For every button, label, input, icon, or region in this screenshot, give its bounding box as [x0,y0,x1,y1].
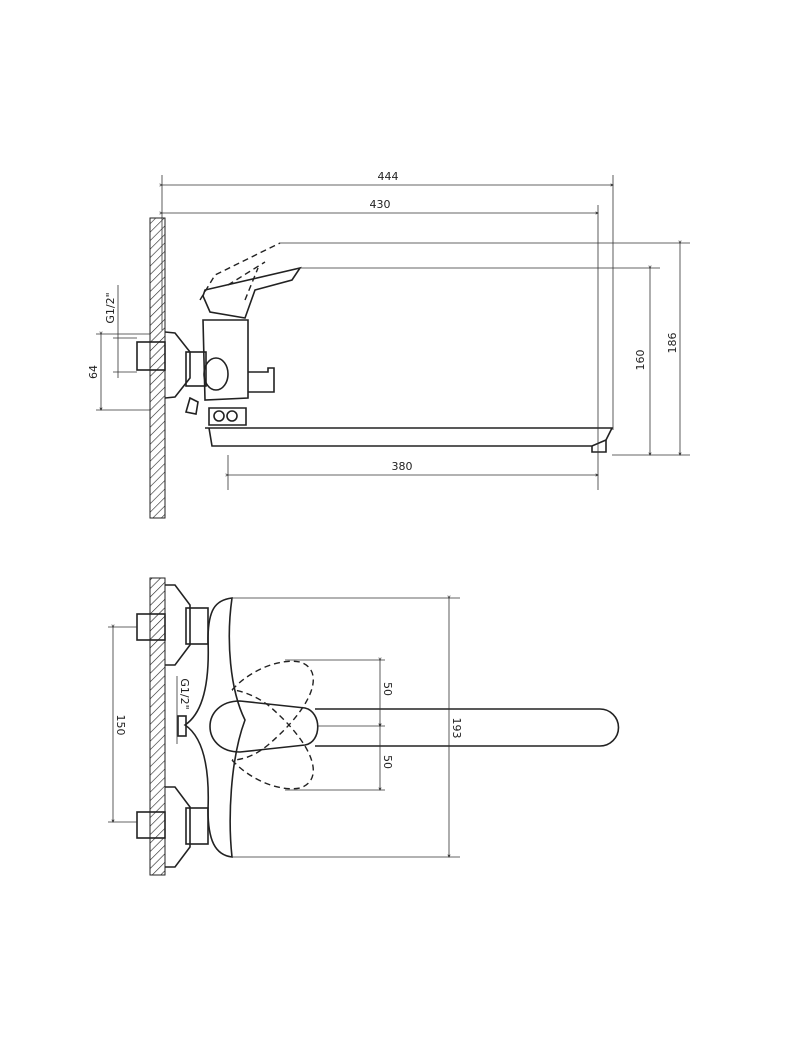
dim-150: 150 [114,715,127,736]
decorative-flange [164,331,191,399]
lever-raised-dashed [199,242,281,301]
spout-tip [591,440,607,453]
thread-label: G1/2" [104,292,117,323]
dim-193: 193 [450,718,463,739]
spout-top [315,708,620,747]
hose-ring [226,410,238,422]
wall-hatch [149,217,166,519]
dim-50-down: 50 [381,755,394,769]
hose-ring [213,410,225,422]
small-outlet [184,396,199,415]
lever-solid [202,266,302,319]
thread-label-top: G1/2" [178,678,191,709]
nut-bottom [185,807,209,845]
dim-444: 444 [378,170,399,183]
spout [205,427,614,447]
dim-380: 380 [392,460,413,473]
flange-top [165,584,191,666]
thread-stub [177,715,187,737]
eccentric-connector [136,341,166,371]
dim-430: 430 [370,198,391,211]
shower-outlet [248,367,275,393]
dim-160: 160 [634,350,647,371]
dim-64: 64 [87,365,100,379]
top-view: 193 50 50 150 G1/2" [108,577,620,876]
diverter-knob [203,357,229,391]
wall-hatch [149,577,166,876]
nut [185,351,207,387]
eccentric-connector-bottom [136,811,166,839]
dim-50-up: 50 [381,682,394,696]
lever-swing-dashed [231,660,314,790]
mixer-body-top [183,597,246,858]
dim-186: 186 [666,333,679,354]
flange-bottom [165,786,191,868]
aerator [208,407,247,426]
side-view: 444 430 186 160 380 64 G1/2" [87,170,690,519]
lever-top [209,700,319,753]
